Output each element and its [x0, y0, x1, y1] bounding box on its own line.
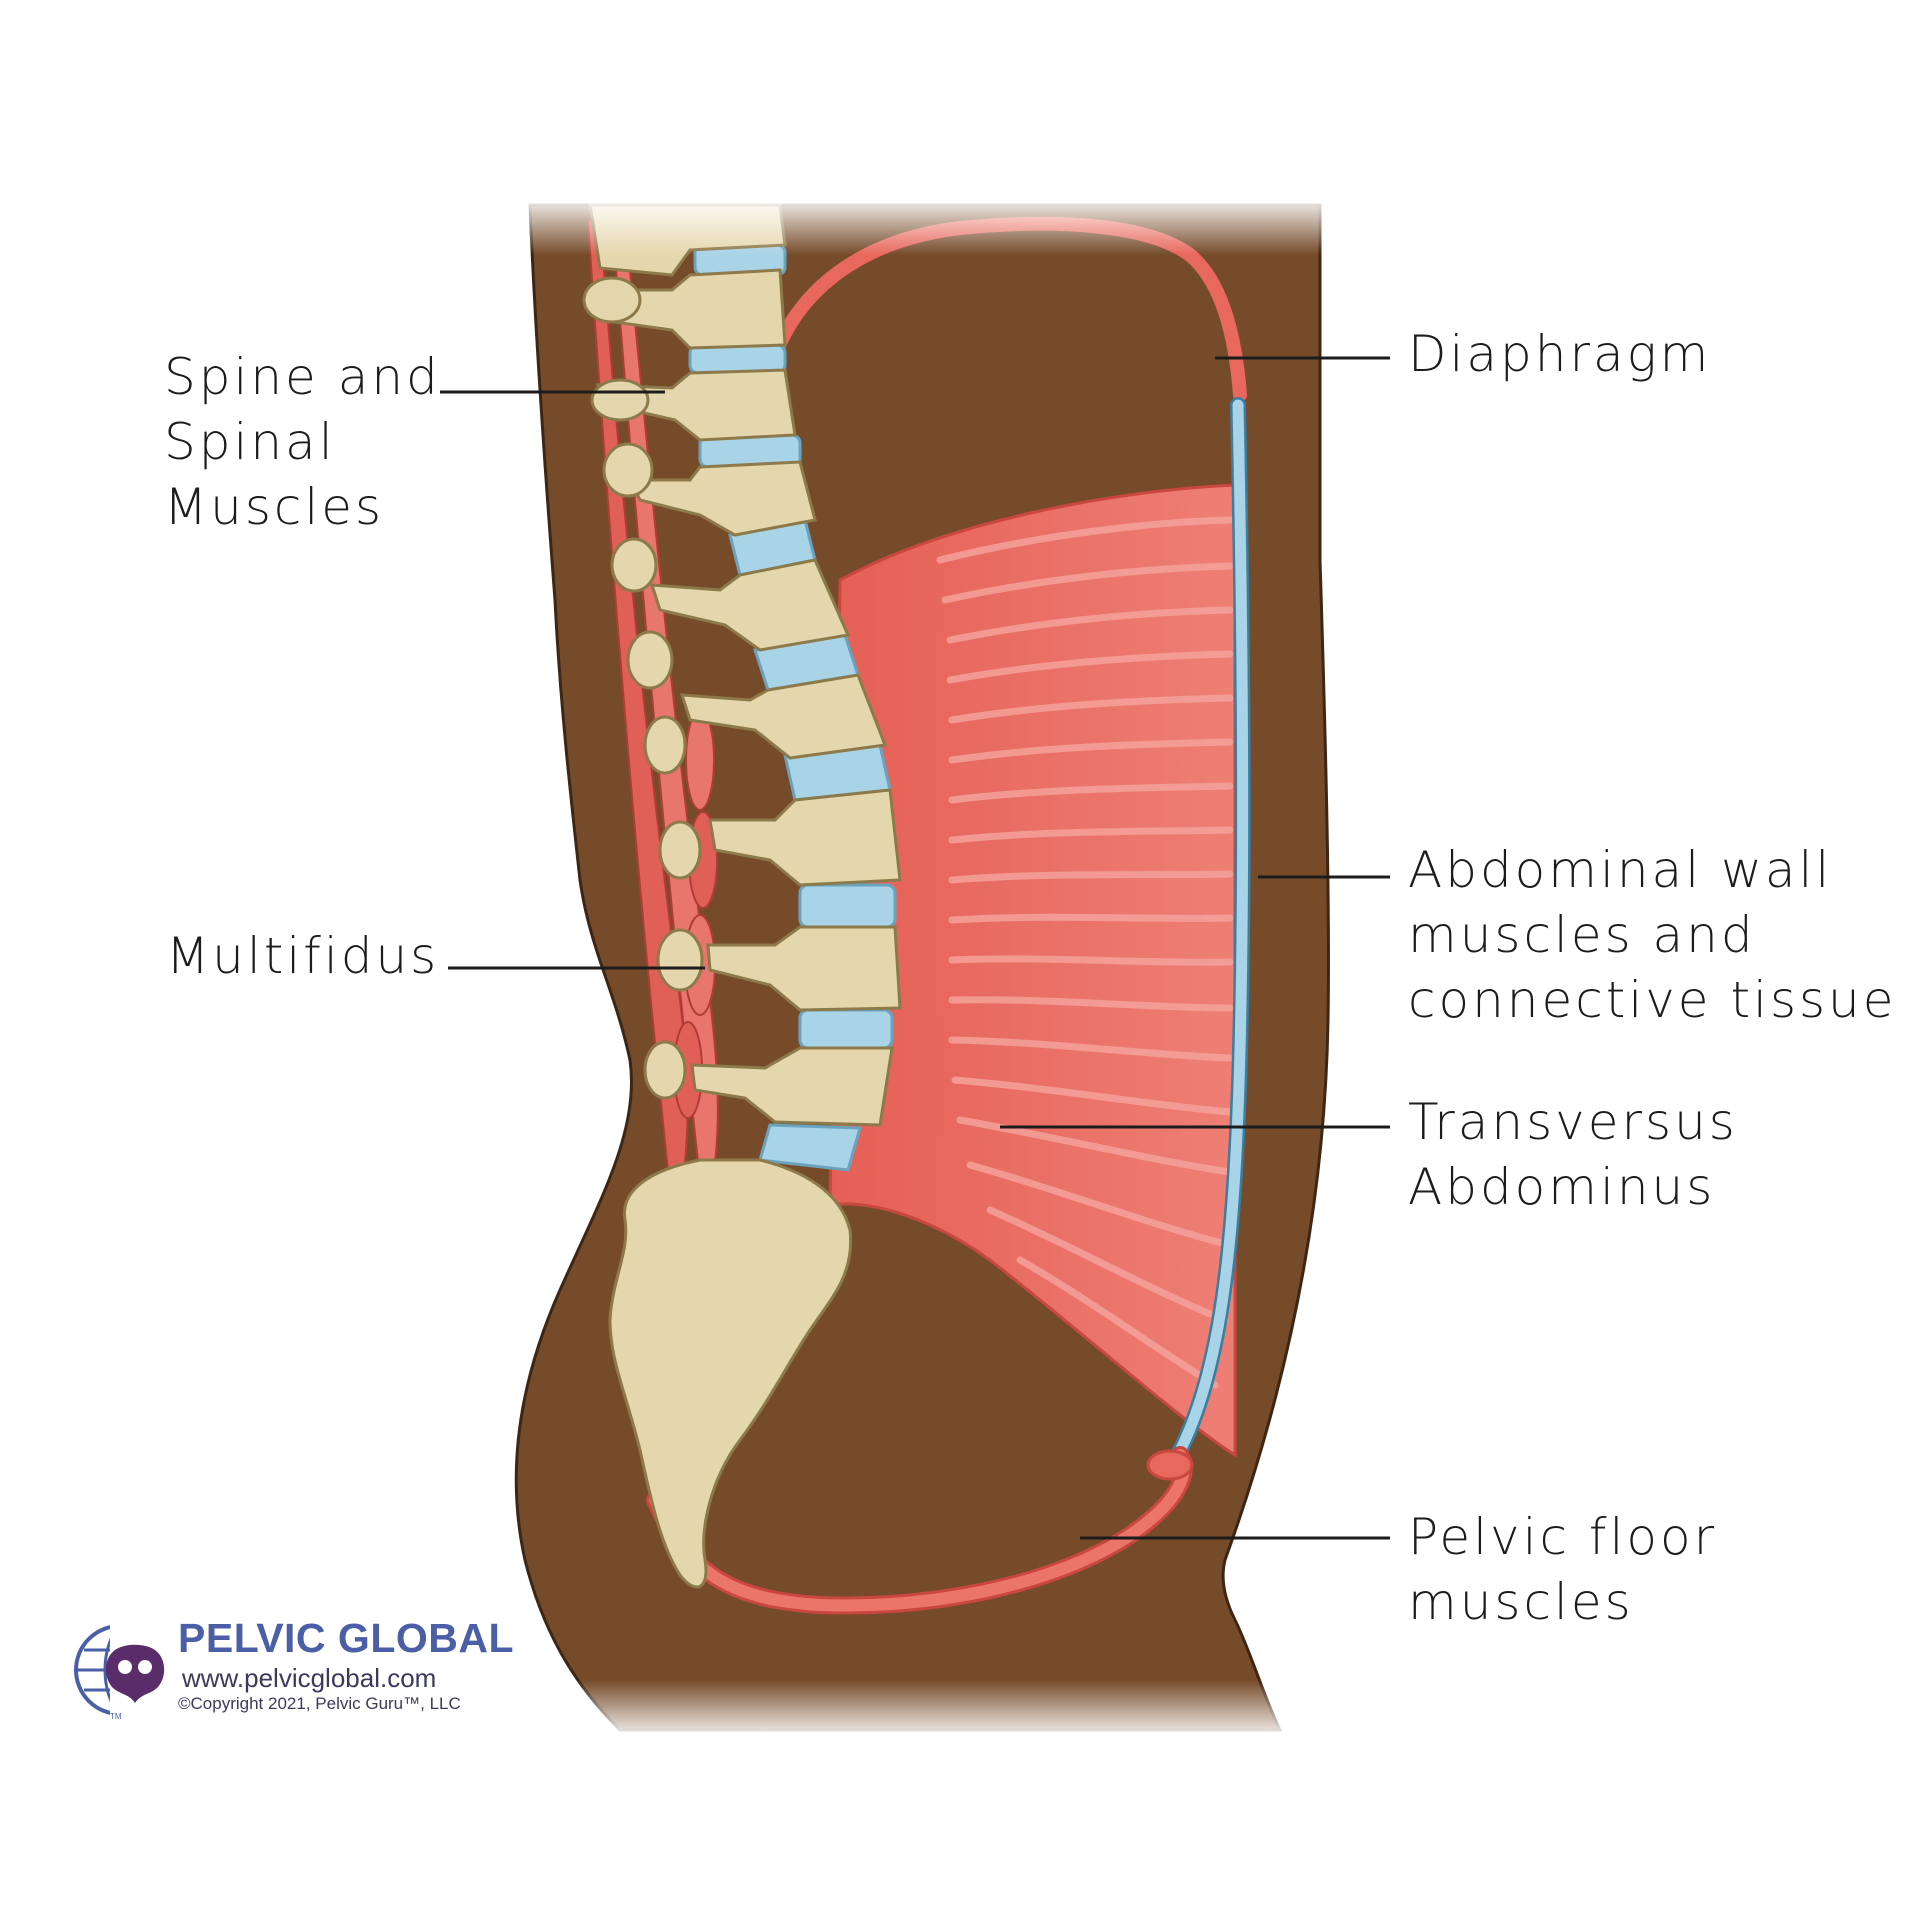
logo-copyright: ©Copyright 2021, Pelvic Guru™, LLC: [178, 1694, 461, 1713]
intervertebral-discs: [688, 243, 897, 1172]
label-spine-and-spinal-muscles: Spine and Spinal Muscles: [164, 348, 441, 536]
transversus-muscle: [828, 483, 1237, 1458]
label-multifidus: Multifidus: [166, 927, 440, 985]
svg-text:TM: TM: [110, 1712, 122, 1721]
label-abdominal-wall: Abdominal wall muscles and connective ti…: [1408, 841, 1897, 1029]
globe-pelvis-icon: TM: [74, 1623, 180, 1723]
sacrum: [608, 1158, 853, 1589]
logo-url: www.pelvicglobal.com: [182, 1663, 437, 1693]
label-pelvic-floor-muscles: Pelvic floor muscles: [1408, 1508, 1718, 1631]
label-transversus-abdominus: Transversus Abdominus: [1408, 1093, 1738, 1216]
pelvic-global-logo: TM PELVIC GLOBAL www.pelvicglobal.com ©C…: [70, 1615, 530, 1735]
transversus-fibers: [936, 516, 1234, 1389]
logo-name: PELVIC GLOBAL: [178, 1615, 515, 1661]
leader-lines: [440, 356, 1390, 1540]
label-diaphragm: Diaphragm: [1408, 325, 1712, 383]
